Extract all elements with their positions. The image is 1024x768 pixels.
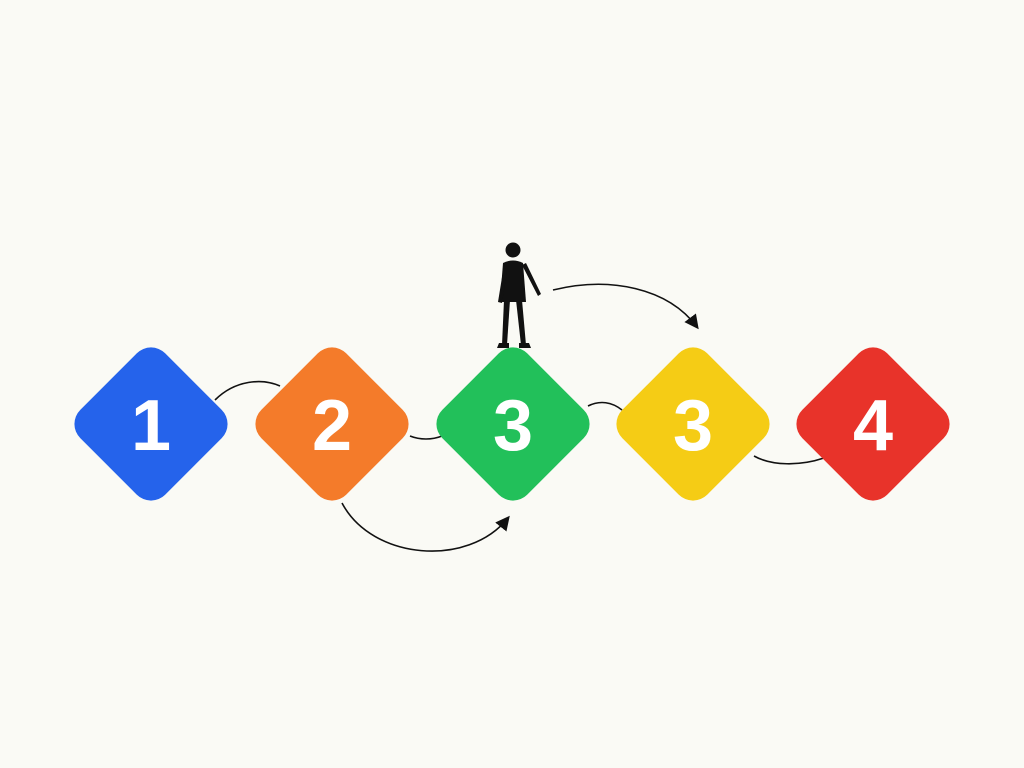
connector-2-3 — [409, 435, 443, 440]
step-5-label: 4 — [853, 386, 893, 466]
step-4-label: 3 — [673, 386, 713, 466]
step-1-diamond — [74, 347, 228, 501]
arrow-3-to-4 — [552, 283, 699, 330]
connector-3-4 — [587, 401, 623, 411]
step-1: 1 — [74, 347, 228, 501]
step-2-diamond — [255, 347, 409, 501]
connector-4-5 — [753, 455, 825, 465]
connectors — [214, 283, 825, 552]
step-3-diamond — [436, 347, 590, 501]
step-4-diamond — [616, 347, 770, 501]
step-2: 2 — [255, 347, 409, 501]
step-3: 3 — [436, 347, 590, 501]
step-4: 3 — [616, 347, 770, 501]
connector-1-2 — [214, 380, 281, 401]
step-5: 4 — [796, 347, 950, 501]
arrow-2-to-3 — [341, 502, 510, 552]
step-1-label: 1 — [131, 386, 171, 466]
step-3-label: 3 — [493, 386, 533, 466]
person-icon — [497, 242, 541, 348]
step-2-label: 2 — [312, 386, 352, 466]
step-5-diamond — [796, 347, 950, 501]
